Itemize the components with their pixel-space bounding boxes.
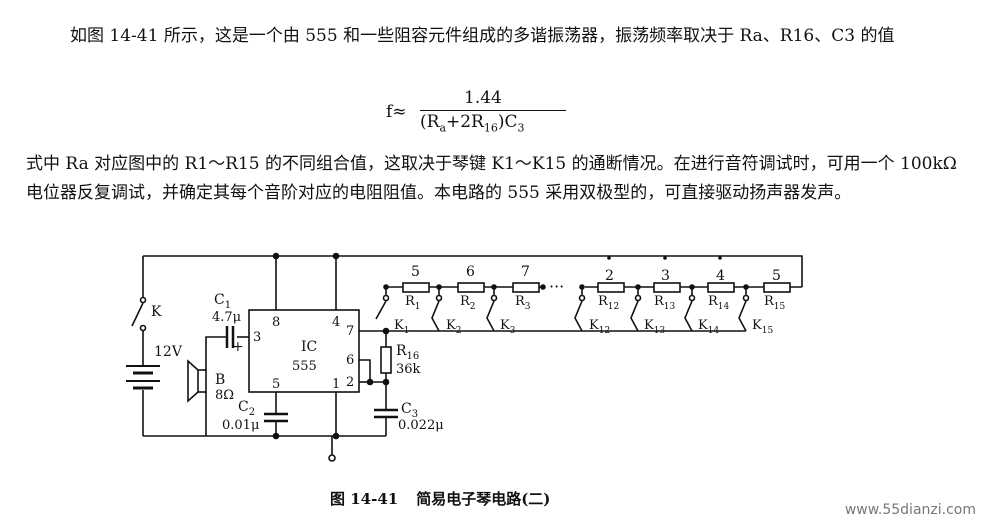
pin-2: 2	[346, 375, 354, 390]
speaker-b	[187, 359, 207, 403]
note-label: 4	[716, 268, 725, 284]
label-r16-value: 36k	[396, 362, 421, 377]
note-label: 7	[521, 264, 530, 280]
key-switches	[375, 287, 750, 332]
explanation-text: 式中 Ra 对应图中的 R1～R15 的不同组合值，这取决于琴键 K1～K15 …	[26, 154, 957, 203]
note-label: 2	[605, 268, 614, 284]
figure-title: 简易电子琴电路(二)	[416, 490, 551, 508]
fraction-bar	[420, 110, 566, 111]
formula-numerator: 1.44	[464, 88, 502, 108]
label-ic-type: 555	[292, 359, 317, 374]
pin-1: 1	[332, 377, 340, 392]
label-switch-k: K	[151, 304, 162, 320]
capacitor-c3	[374, 408, 398, 419]
key-label: K2	[446, 318, 461, 336]
label-c1-value: 4.7μ	[212, 310, 241, 325]
pin-5: 5	[272, 377, 280, 392]
key-label: K14	[698, 318, 719, 336]
intro-paragraph: 如图 14-41 所示，这是一个由 555 和一些阻容元件组成的多谐振荡器，振荡…	[26, 22, 976, 51]
note-dots	[607, 256, 722, 260]
label-c2: C2	[238, 399, 255, 418]
resistor-label: R15	[764, 294, 786, 312]
pin-8: 8	[272, 315, 280, 330]
resistor-r16	[380, 346, 392, 374]
key-label: K15	[752, 318, 773, 336]
label-speaker-value: 8Ω	[215, 388, 234, 403]
pin-6: 6	[346, 353, 354, 368]
label-c3-value: 0.022μ	[398, 418, 444, 433]
formula-denominator: (Ra+2R16)C3	[420, 112, 525, 135]
label-c3: C3	[401, 401, 418, 420]
key-labels: K1 K2 K3 K12 K13 K14 K15	[394, 318, 773, 336]
pin-4: 4	[332, 315, 340, 330]
note-labels: 5 6 7 2 3 4 5	[411, 264, 781, 284]
note-label: 3	[661, 268, 670, 284]
resistor-chain	[402, 282, 791, 293]
note-label: 6	[466, 264, 475, 280]
explanation-paragraph: 式中 Ra 对应图中的 R1～R15 的不同组合值，这取决于琴键 K1～K15 …	[26, 150, 976, 208]
figure-number: 图 14-41	[330, 490, 399, 508]
battery-symbol	[126, 365, 160, 390]
key-label: K3	[500, 318, 516, 336]
resistor-label: R2	[460, 294, 476, 312]
resistor-label: R13	[654, 294, 676, 312]
resistor-label: R1	[405, 294, 421, 312]
label-ellipsis: ···	[549, 277, 564, 296]
intro-text: 如图 14-41 所示，这是一个由 555 和一些阻容元件组成的多谐振荡器，振荡…	[70, 26, 895, 46]
resistor-label: R3	[515, 294, 531, 312]
resistor-label: R14	[708, 294, 730, 312]
capacitor-c2	[264, 412, 288, 423]
note-label: 5	[411, 264, 420, 280]
key-label: K13	[644, 318, 665, 336]
resistor-label: R12	[598, 294, 619, 312]
ic-555-body	[248, 309, 360, 393]
key-label: K12	[589, 318, 610, 336]
label-c1: C1	[214, 292, 231, 311]
label-c2-value: 0.01μ	[222, 418, 259, 433]
label-speaker: B	[215, 372, 225, 388]
ground-terminal	[328, 454, 336, 462]
watermark: www.55dianzi.com	[844, 502, 976, 518]
label-supply: 12V	[154, 344, 183, 360]
label-ic-name: IC	[301, 339, 317, 355]
label-r16: R16	[396, 343, 419, 362]
resistor-labels: R1 R2 R3 R12 R13 R14 R15	[405, 294, 786, 312]
wire-top-rail	[143, 255, 803, 287]
figure-caption: 图 14-41 简易电子琴电路(二)	[330, 488, 568, 509]
pin-7: 7	[346, 324, 354, 339]
note-label: 5	[772, 268, 781, 284]
pin-3: 3	[253, 330, 261, 345]
switch-k-blade	[131, 302, 144, 327]
key-label: K1	[394, 318, 409, 336]
label-c1-plus: +	[232, 339, 244, 355]
formula-lhs: f≈	[386, 102, 407, 122]
